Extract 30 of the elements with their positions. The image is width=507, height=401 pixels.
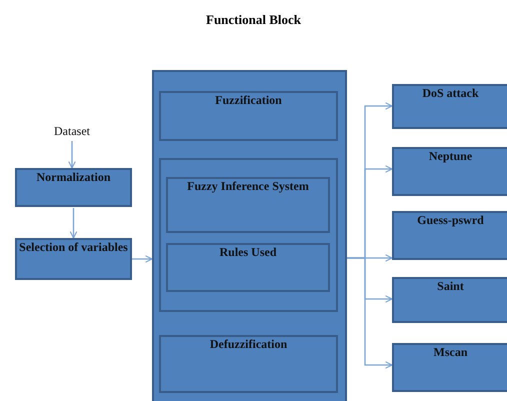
box-label: Fuzzy Inference System xyxy=(186,179,310,194)
process-box xyxy=(392,277,507,323)
input-label: Dataset xyxy=(42,124,102,140)
box-label: Rules Used xyxy=(218,245,278,260)
process-box xyxy=(159,335,338,393)
box-label: DoS attack xyxy=(421,86,480,101)
process-box xyxy=(392,147,507,196)
process-box xyxy=(392,211,507,260)
box-label: Defuzzification xyxy=(208,337,288,352)
process-box xyxy=(15,238,132,280)
box-label: Selection of variables xyxy=(18,240,129,255)
container-box xyxy=(159,158,338,312)
arrow xyxy=(347,257,393,369)
process-box xyxy=(159,91,338,141)
box-label: Normalization xyxy=(36,170,112,185)
process-box xyxy=(392,343,507,392)
box-label: Guess-pswrd xyxy=(416,213,485,228)
arrow xyxy=(70,208,78,239)
box-label: Saint xyxy=(436,279,465,294)
container-box xyxy=(152,70,347,401)
arrow xyxy=(68,141,76,169)
process-box xyxy=(392,84,507,129)
arrow xyxy=(132,255,153,263)
process-box xyxy=(15,168,132,207)
process-box xyxy=(166,243,330,292)
diagram-title: Functional Block xyxy=(205,12,302,28)
box-label: Mscan xyxy=(432,345,468,360)
box-label: Fuzzification xyxy=(214,93,283,108)
box-label: Neptune xyxy=(428,149,474,164)
process-box xyxy=(166,177,330,233)
